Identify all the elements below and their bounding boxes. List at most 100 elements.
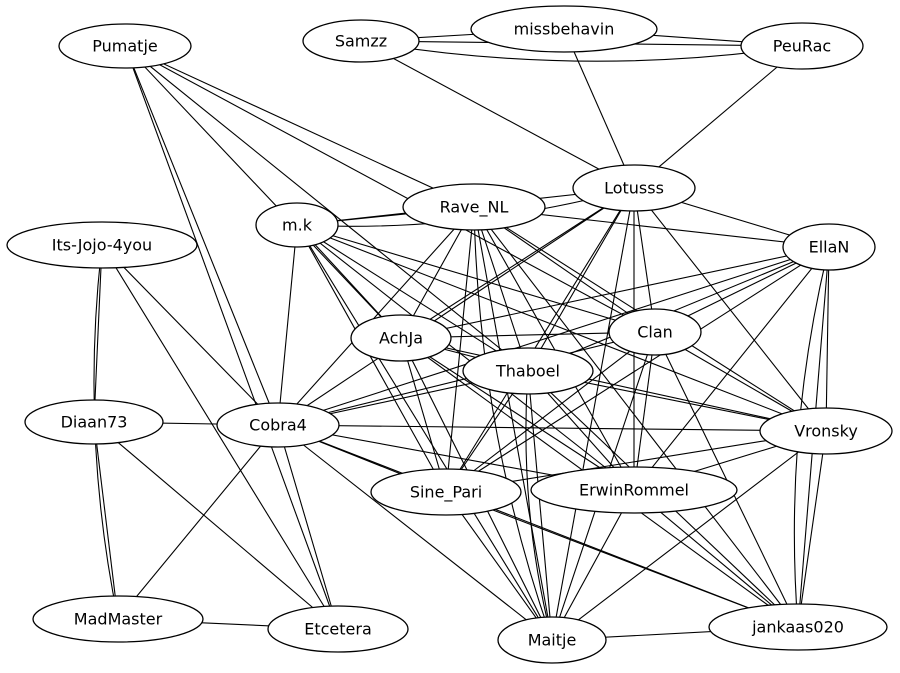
node-ellipse bbox=[402, 183, 546, 231]
edge-ellan-sinepari bbox=[445, 246, 830, 493]
edge-pumatje-thaboel bbox=[124, 45, 529, 372]
node-ellipse bbox=[370, 468, 522, 516]
node-lotusss: Lotusss bbox=[572, 164, 696, 212]
nodes-layer: Pumatje Samzz missbehavin PeuRacLotusssRave… bbox=[6, 5, 893, 664]
node-label: Samzz bbox=[335, 32, 387, 51]
edge-lotusss-thaboel bbox=[527, 187, 635, 372]
edge-lotusss-vronsky bbox=[633, 187, 827, 432]
node-ellipse bbox=[782, 223, 876, 271]
node-label: Maitje bbox=[528, 631, 577, 650]
node-sinepari: Sine_Pari bbox=[370, 468, 522, 516]
node-ellipse bbox=[255, 202, 339, 248]
node-label: missbehavin bbox=[514, 20, 615, 39]
edge-mk-maitje bbox=[296, 224, 553, 641]
node-ellipse bbox=[530, 466, 738, 514]
edge-pumatje-rave-nl bbox=[124, 45, 475, 208]
edge-mk-cobra4 bbox=[277, 224, 298, 426]
edge-ellan-thaboel bbox=[527, 246, 830, 372]
edge-rave-nl-thaboel bbox=[473, 206, 529, 372]
node-achja: AchJa bbox=[350, 314, 452, 362]
edge-mk-vronsky bbox=[296, 224, 827, 432]
node-ellipse bbox=[302, 19, 420, 63]
edge-cobra4-vronsky bbox=[277, 424, 827, 432]
edge-mk-thaboel bbox=[296, 224, 529, 372]
node-label: ErwinRommel bbox=[579, 481, 689, 500]
node-ellipse bbox=[6, 221, 198, 269]
edge-vronsky-jankaas020 bbox=[797, 430, 827, 628]
edge-mk-erwinrommel bbox=[296, 224, 635, 491]
node-label: Vronsky bbox=[794, 422, 858, 441]
node-missbehavin: missbehavin bbox=[470, 5, 658, 53]
edge-pumatje-etcetera bbox=[124, 45, 339, 630]
edge-cobra4-etcetera bbox=[277, 424, 339, 630]
node-label: m.k bbox=[282, 216, 313, 235]
edge-itsjojo-etcetera bbox=[101, 244, 339, 630]
edge-clan-sinepari bbox=[445, 331, 656, 493]
node-ellipse bbox=[759, 407, 893, 455]
node-label: Thaboel bbox=[495, 362, 560, 381]
edge-curved-rave-nl-maitje bbox=[473, 206, 553, 641]
node-ellipse bbox=[608, 308, 702, 356]
node-label: Clan bbox=[637, 323, 673, 342]
node-label: Rave_NL bbox=[440, 198, 509, 218]
node-label: Pumatje bbox=[92, 37, 157, 56]
node-label: Its-Jojo-4you bbox=[52, 236, 152, 255]
node-label: Etcetera bbox=[304, 620, 372, 639]
edge-sinepari-maitje bbox=[445, 491, 553, 641]
node-label: Sine_Pari bbox=[410, 483, 482, 503]
edge-itsjojo-cobra4 bbox=[101, 244, 279, 426]
node-itsjojo: Its-Jojo-4you bbox=[6, 221, 198, 269]
edge-curved-samzz-peurac bbox=[360, 40, 803, 62]
node-peurac: PeuRac bbox=[740, 22, 864, 70]
node-ellipse bbox=[470, 5, 658, 53]
edge-ellan-erwinrommel bbox=[633, 246, 830, 491]
node-ellipse bbox=[32, 595, 204, 643]
edge-erwinrommel-maitje bbox=[551, 489, 635, 641]
edge-curved-thaboel-maitje bbox=[525, 370, 553, 641]
edge-pumatje-clan bbox=[124, 45, 656, 333]
node-label: AchJa bbox=[379, 329, 423, 348]
edge-rave-nl-maitje bbox=[473, 206, 553, 641]
node-etcetera: Etcetera bbox=[267, 605, 409, 653]
node-ellipse bbox=[350, 314, 452, 362]
node-maitje: Maitje bbox=[497, 616, 607, 664]
edge-sinepari-jankaas020 bbox=[445, 491, 799, 628]
node-ellipse bbox=[740, 22, 864, 70]
edge-ellan-cobra4 bbox=[277, 246, 830, 426]
node-ellipse bbox=[572, 164, 696, 212]
node-madmaster: MadMaster bbox=[32, 595, 204, 643]
node-ellipse bbox=[497, 616, 607, 664]
node-ellipse bbox=[462, 347, 594, 395]
edge-pumatje-achja bbox=[124, 45, 402, 339]
edge-lotusss-maitje bbox=[551, 187, 635, 641]
node-ellipse bbox=[267, 605, 409, 653]
edge-diaan73-etcetera bbox=[93, 421, 339, 630]
edge-rave-nl-erwinrommel bbox=[473, 206, 635, 491]
node-ellipse bbox=[58, 23, 192, 69]
edge-missbehavin-lotusss bbox=[563, 28, 635, 189]
edge-madmaster-cobra4 bbox=[117, 424, 279, 620]
node-jankaas020: jankaas020 bbox=[708, 603, 888, 651]
node-thaboel: Thaboel bbox=[462, 347, 594, 395]
edge-mk-clan bbox=[296, 224, 656, 333]
edge-lotusss-achja bbox=[400, 187, 635, 339]
node-ellipse bbox=[708, 603, 888, 651]
edge-rave-nl-sinepari bbox=[445, 206, 475, 493]
edge-diaan73-madmaster bbox=[93, 421, 119, 620]
edge-achja-vronsky bbox=[400, 337, 827, 432]
edge-achja-erwinrommel bbox=[400, 337, 635, 491]
node-mk: m.k bbox=[255, 202, 339, 248]
node-ellan: EllaN bbox=[782, 223, 876, 271]
edge-rave-nl-cobra4 bbox=[277, 206, 475, 426]
node-erwinrommel: ErwinRommel bbox=[530, 466, 738, 514]
node-ellipse bbox=[216, 402, 340, 448]
edge-cobra4-maitje bbox=[277, 424, 553, 641]
edge-mk-sinepari bbox=[296, 224, 447, 493]
edge-achja-sinepari bbox=[400, 337, 447, 493]
edge-clan-erwinrommel bbox=[633, 331, 656, 491]
node-label: MadMaster bbox=[74, 610, 163, 629]
node-ellipse bbox=[24, 399, 164, 445]
node-label: jankaas020 bbox=[751, 618, 844, 637]
node-label: EllaN bbox=[809, 238, 850, 257]
